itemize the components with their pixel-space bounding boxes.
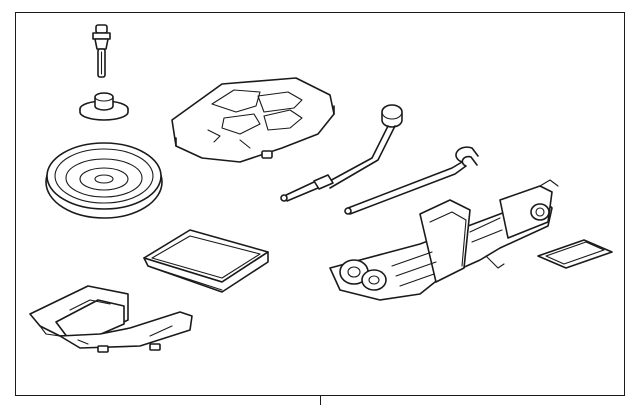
jack-handle-part[interactable] xyxy=(344,146,479,215)
tool-tray-foam-part[interactable] xyxy=(171,77,335,163)
spare-wheel-part[interactable] xyxy=(45,142,163,219)
spare-tire-bolt-part[interactable] xyxy=(79,92,129,121)
diagram-frame xyxy=(15,12,625,405)
scissor-jack-part[interactable] xyxy=(329,179,559,301)
floor-bracket-part[interactable] xyxy=(29,285,193,353)
lug-wrench-part[interactable] xyxy=(280,104,403,202)
valve-stem-part[interactable] xyxy=(92,24,111,78)
tray-box-part[interactable] xyxy=(143,229,269,293)
instruction-label-part[interactable] xyxy=(537,239,613,269)
